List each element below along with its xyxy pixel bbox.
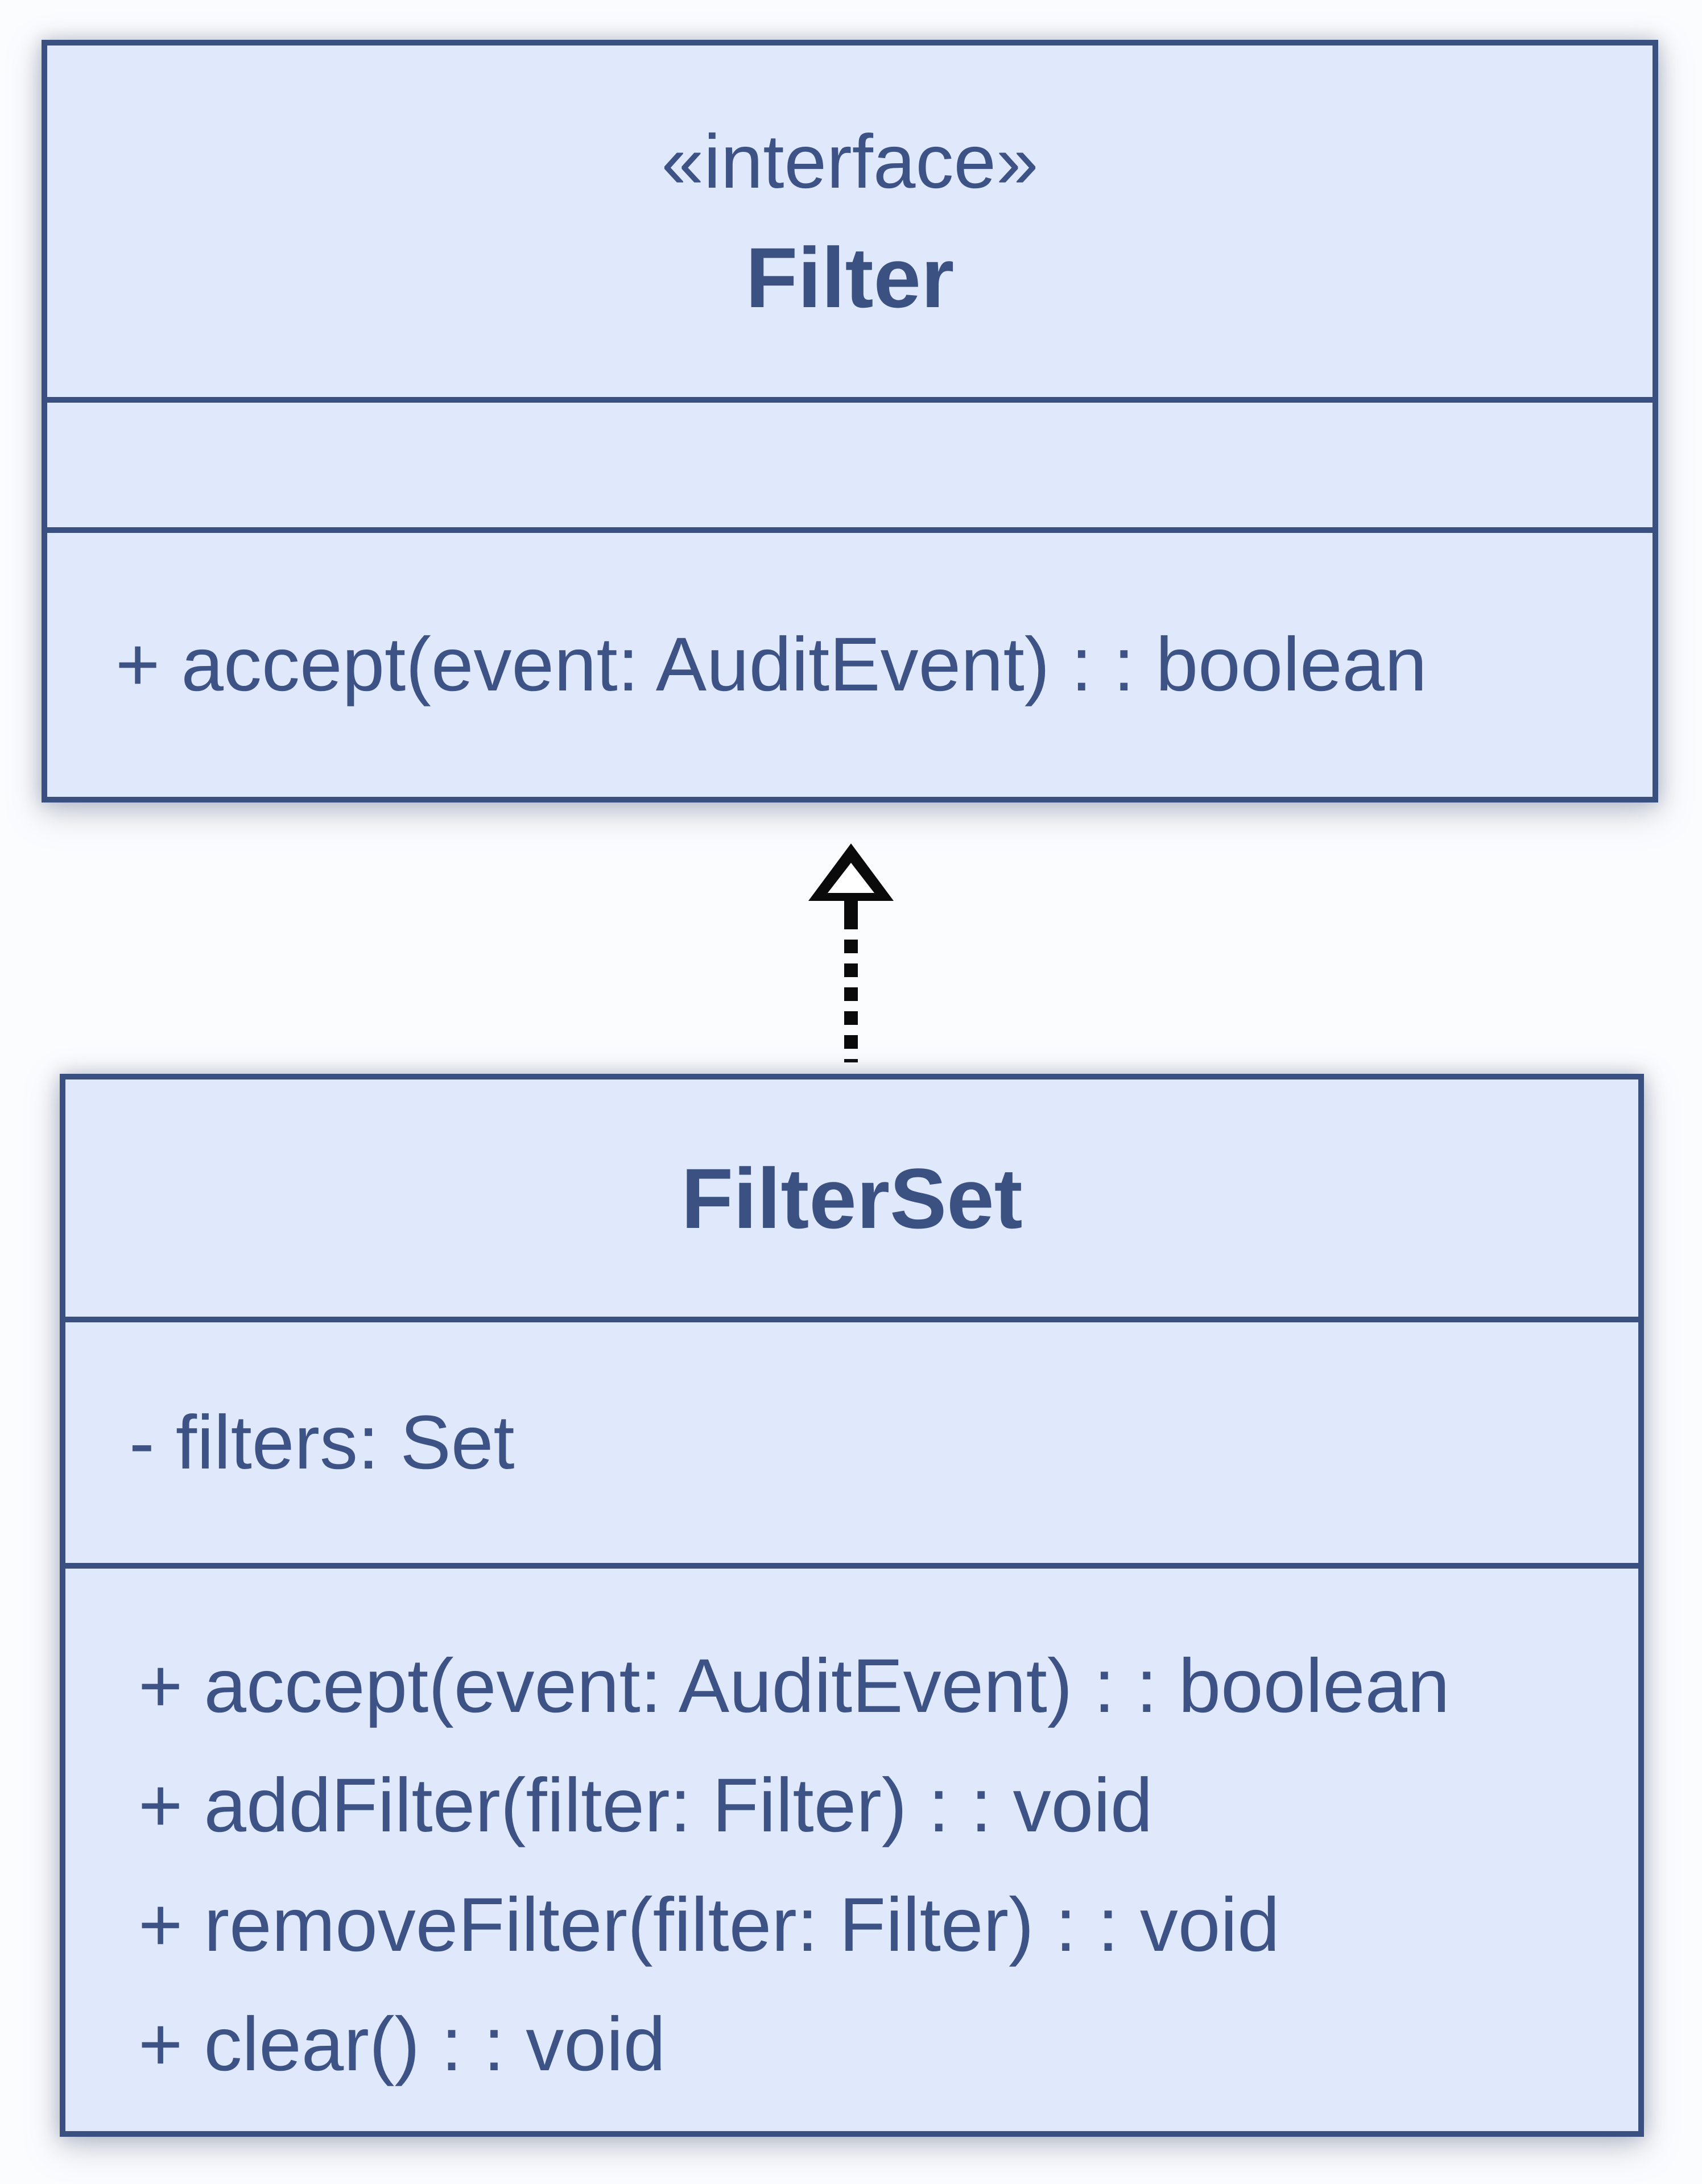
filterset-attributes-compartment: - filters: Set [65, 1322, 1638, 1569]
hollow-triangle-arrowhead-icon [808, 843, 894, 916]
filterset-methods-compartment: + accept(event: AuditEvent) : : boolean … [65, 1569, 1638, 2131]
method-item: + addFilter(filter: Filter) : : void [138, 1763, 1153, 1848]
filterset-class-box[interactable]: FilterSet - filters: Set + accept(event:… [60, 1074, 1644, 2137]
filterset-class-name: FilterSet [681, 1150, 1023, 1246]
method-item: + clear() : : void [138, 2002, 666, 2087]
attribute-item: - filters: Set [129, 1400, 515, 1485]
method-item: + accept(event: AuditEvent) : : boolean [115, 622, 1427, 707]
filter-methods-compartment: + accept(event: AuditEvent) : : boolean [47, 533, 1653, 797]
filter-attributes-compartment [47, 403, 1653, 533]
filterset-title-compartment: FilterSet [65, 1079, 1638, 1322]
filter-class-name: Filter [745, 230, 955, 325]
method-item: + removeFilter(filter: Filter) : : void [138, 1883, 1280, 1967]
method-item: + accept(event: AuditEvent) : : boolean [138, 1644, 1450, 1728]
filter-title-compartment: «interface» Filter [47, 46, 1653, 403]
dashed-line [844, 916, 858, 1062]
interface-stereotype-label: «interface» [661, 119, 1039, 204]
realization-arrow[interactable] [808, 843, 894, 1070]
interface-filter-class-box[interactable]: «interface» Filter + accept(event: Audit… [42, 40, 1658, 803]
